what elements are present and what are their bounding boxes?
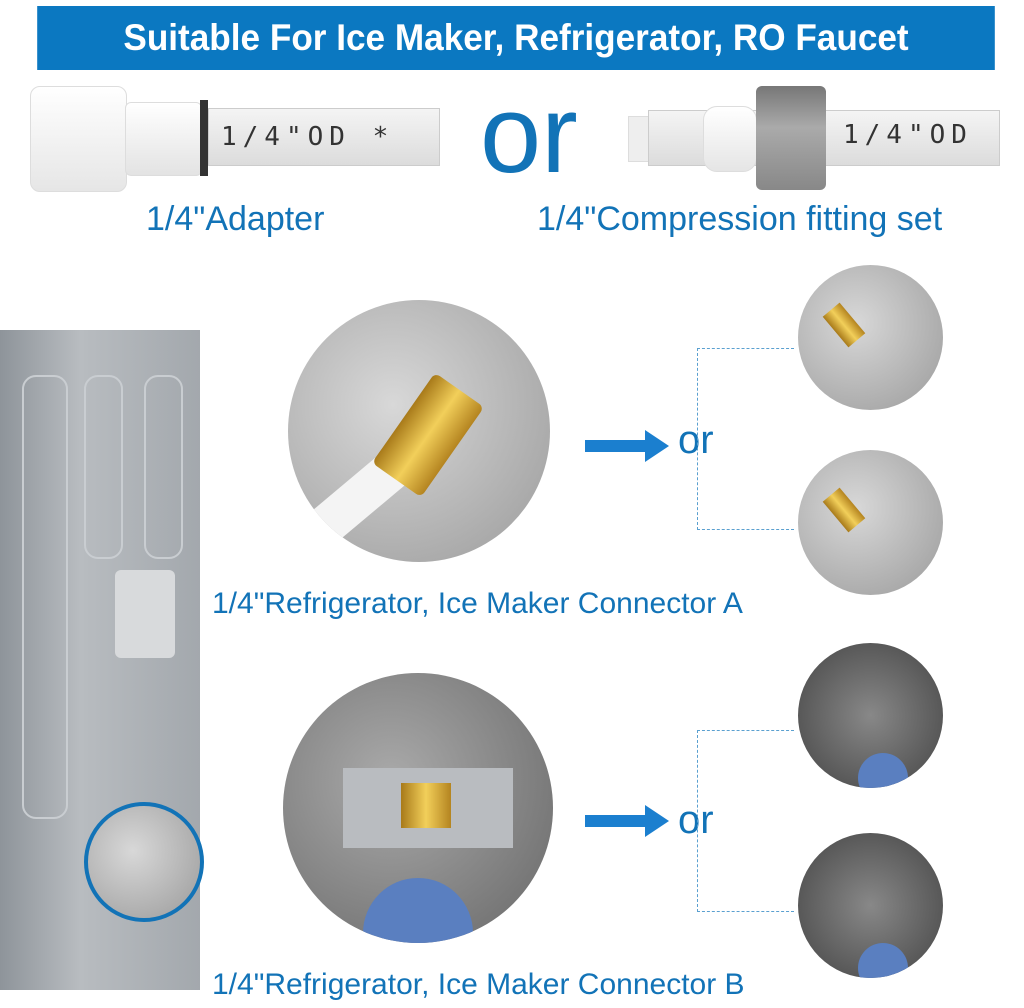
- adapter-fitting-image: 1/4"OD *: [30, 86, 440, 192]
- arrow-icon: [585, 430, 669, 462]
- option-a1-image: [798, 265, 943, 410]
- tube-print: 1/4"OD: [843, 120, 973, 150]
- bracket-b: [697, 730, 794, 912]
- arrow-icon: [585, 805, 669, 837]
- option-b2-image: [798, 833, 943, 978]
- adapter-label: 1/4"Adapter: [146, 200, 325, 238]
- option-a2-image: [798, 450, 943, 595]
- title-banner: Suitable For Ice Maker, Refrigerator, RO…: [37, 6, 995, 70]
- connector-b-image: [283, 673, 553, 943]
- compression-label: 1/4"Compression fitting set: [537, 200, 943, 238]
- connector-a-label: 1/4"Refrigerator, Ice Maker Connector A: [212, 587, 743, 620]
- connector-b-label: 1/4"Refrigerator, Ice Maker Connector B: [212, 968, 745, 1001]
- bracket-a: [697, 348, 794, 530]
- tube-print: 1/4"OD *: [208, 108, 440, 166]
- connector-a-image: [288, 300, 550, 562]
- banner-title: Suitable For Ice Maker, Refrigerator, RO…: [123, 17, 909, 58]
- or-text-b: or: [678, 798, 714, 842]
- compression-fitting-image: 1/4"OD: [628, 86, 1000, 190]
- option-b1-image: [798, 643, 943, 788]
- refrigerator-back-image: [0, 330, 204, 990]
- or-text-a: or: [678, 418, 714, 462]
- or-text: or: [480, 73, 578, 196]
